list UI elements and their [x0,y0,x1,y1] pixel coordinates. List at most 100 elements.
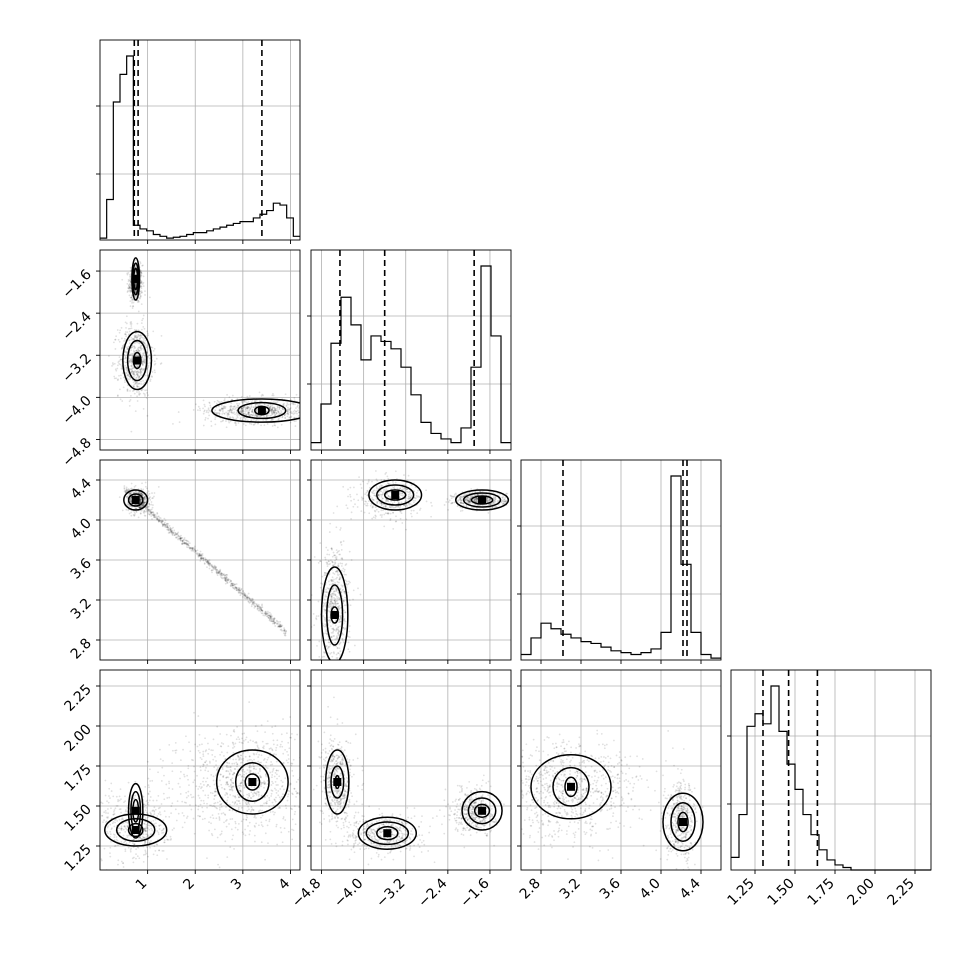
scatter-point [417,495,420,498]
scatter-point [157,486,160,488]
scatter-point [148,513,151,516]
scatter-point [155,357,158,360]
scatter-point [366,504,369,507]
scatter-point [274,413,277,416]
scatter-point [317,561,320,564]
scatter-point [317,600,320,603]
scatter-point [144,485,147,488]
scatter-point [287,412,290,415]
scatter-point [297,409,299,412]
scatter-point [330,600,333,602]
scatter-point [139,496,142,499]
scatter-point [131,370,134,373]
scatter-point [461,509,464,512]
scatter-point [135,371,138,374]
scatter-point [207,563,210,566]
scatter-point [234,585,237,588]
scatter-point [250,600,253,602]
scatter-point [271,408,273,411]
scatter-point [334,638,337,641]
scatter-point [215,402,218,405]
scatter-point [219,570,221,573]
scatter-point [338,553,341,556]
scatter-point [246,407,248,410]
scatter-point [133,511,136,514]
scatter-point [142,488,145,491]
hist-0-frame [99,39,301,241]
scatter-point [214,423,217,426]
scatter-point [125,326,127,329]
scatter-point [186,543,189,546]
scatter-point [127,287,130,290]
scatter-point [279,624,282,627]
scatter-point [145,506,148,509]
scatter-point [232,587,235,589]
scatter-point [195,552,198,554]
scatter-point [137,299,140,302]
scatter-point [170,531,173,534]
scatter-point [346,693,348,695]
scatter-point [249,407,252,410]
scatter-point [162,524,165,527]
scatter-point [234,405,236,408]
scatter-point [462,502,465,505]
scatter-point [273,619,276,622]
scatter-point [193,549,196,552]
scatter-point [227,579,229,581]
scatter-point [140,347,142,349]
scatter-point [188,542,191,545]
scatter-point [283,629,286,632]
scatter-point [154,516,157,519]
scatter-point [298,411,300,414]
scatter-point [152,515,155,517]
scatter-point [135,381,137,384]
scatter-point [138,506,141,509]
scatter-point [449,494,452,497]
scatter-point [208,562,210,565]
scatter-point [274,410,276,412]
scatter-point [200,554,203,557]
scatter-point [331,583,334,586]
scatter-point [270,614,273,617]
scatter-point [324,638,326,641]
density-contour [237,401,287,420]
scatter-point [339,541,342,544]
scatter-point [240,407,243,410]
scatter-point [336,636,339,639]
scatter-point [143,359,146,362]
scatter-point [119,329,122,332]
scatter-point [269,406,271,409]
scatter-point [378,485,381,488]
scatter-point [161,520,164,523]
scatter-point [149,496,151,498]
scatter-point [296,405,299,408]
scatter-point [150,346,153,349]
scatter-point [244,424,247,427]
scatter-point [142,317,144,320]
scatter-point [450,497,453,500]
scatter-point [251,410,254,413]
scatter-point [228,411,231,413]
scatter-point [156,512,159,514]
scatter-point [226,581,229,584]
scatter-point [237,404,240,407]
histogram-1 [311,265,511,444]
scatter-point [235,411,238,414]
scatter-point [202,399,205,402]
scatter-point [246,596,248,599]
scatter-point [207,411,210,414]
scatter-point [133,347,136,349]
scatter-point [137,377,140,380]
scatter-point [329,522,332,525]
scatter-point [244,593,246,596]
scatter-point [182,542,185,545]
scatter-point [271,615,273,618]
scatter-point [130,394,132,397]
scatter-point [260,612,263,615]
scatter-point [231,582,234,585]
scatter-point [375,489,378,492]
scatter-point [124,333,127,335]
scatter-point [141,362,144,365]
scatter-point [274,622,277,624]
scatter-point [142,281,145,284]
